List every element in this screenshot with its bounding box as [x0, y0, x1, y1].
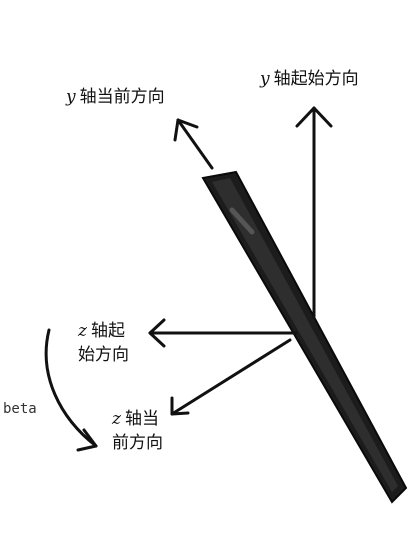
z-current-axis-letter: z: [112, 409, 121, 429]
beta-arc-arrowhead: [76, 428, 98, 452]
y-initial-text: 轴起始方向: [273, 69, 359, 89]
beta-label: beta: [3, 401, 37, 417]
phone-side-button: [229, 207, 255, 235]
z-initial-text-line1: 轴起: [90, 321, 125, 341]
z-initial-text-line2: 始方向: [78, 345, 129, 365]
y-current-axis: [176, 118, 214, 170]
y-current-axis-letter: y: [66, 87, 76, 107]
z-current-text-line2: 前方向: [112, 433, 163, 453]
z-initial-axis-letter: z: [78, 321, 87, 341]
z-initial-arrowhead: [148, 318, 166, 348]
z-current-text-line1: 轴当: [124, 409, 159, 429]
y-initial-axis-letter: y: [260, 69, 270, 89]
y-initial-arrowhead: [295, 106, 333, 128]
z-current-axis: [170, 338, 292, 416]
z-current-arrowhead: [170, 396, 190, 416]
beta-rotation-arc: [44, 328, 98, 448]
y-current-text: 轴当前方向: [79, 87, 165, 107]
phone: [201, 170, 408, 504]
phone-edge-highlight: [212, 178, 398, 492]
y-current-arrowhead: [173, 118, 199, 142]
